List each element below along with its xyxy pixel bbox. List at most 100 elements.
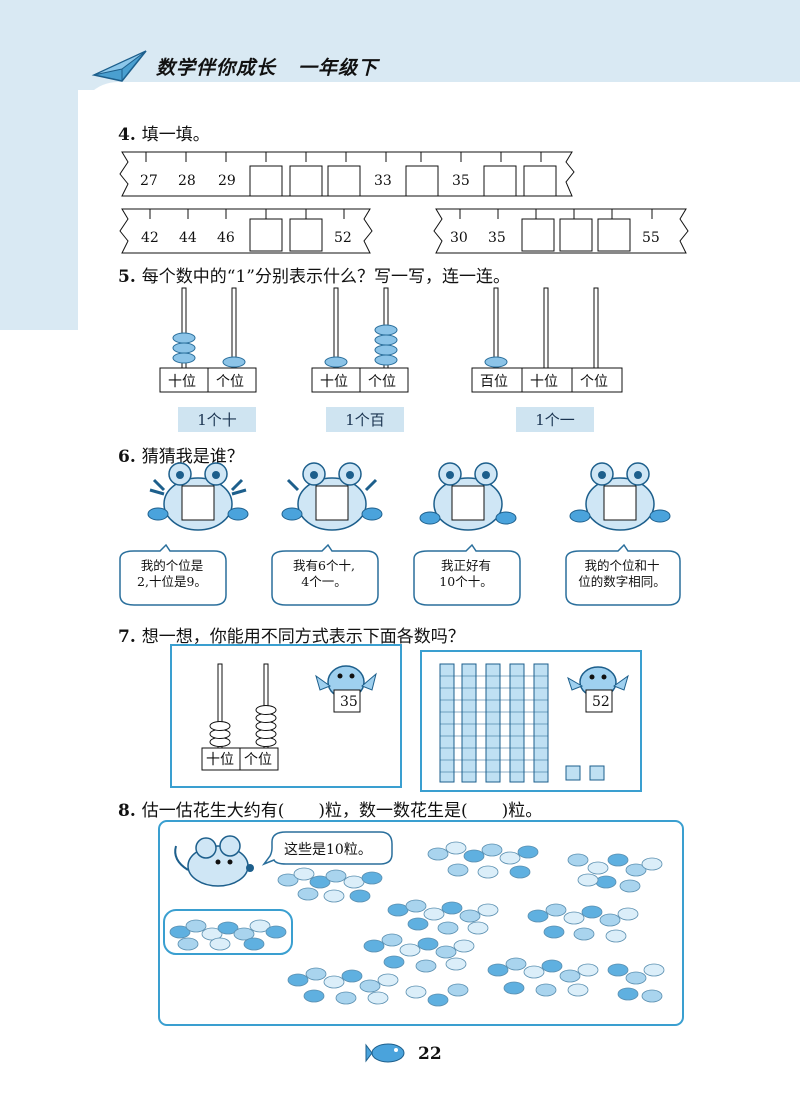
peanut xyxy=(249,919,271,933)
peanut xyxy=(361,871,383,885)
speech-bubble xyxy=(119,543,227,606)
hint-label[interactable]: 1个十 xyxy=(178,407,256,432)
peanut xyxy=(169,925,191,939)
answer-box[interactable] xyxy=(603,485,637,521)
answer-box[interactable] xyxy=(249,165,283,197)
peanut xyxy=(343,875,365,889)
peanut xyxy=(467,921,489,935)
peanut xyxy=(417,937,439,951)
question-8-title: 8.估一估花生大约有( )粒，数一数花生是( )粒。 xyxy=(118,801,543,821)
peanut xyxy=(435,945,457,959)
peanut xyxy=(535,983,557,997)
peanut xyxy=(545,903,567,917)
peanut xyxy=(309,875,331,889)
speech-bubble xyxy=(565,543,681,606)
peanut xyxy=(303,989,325,1003)
peanut xyxy=(427,847,449,861)
answer-box[interactable] xyxy=(289,165,323,197)
answer-box[interactable] xyxy=(181,485,215,521)
peanut xyxy=(405,899,427,913)
line1-label: 28 xyxy=(178,173,196,189)
peanut xyxy=(453,939,475,953)
svg-text:35: 35 xyxy=(340,694,358,710)
peanut xyxy=(407,917,429,931)
peanut xyxy=(415,959,437,973)
peanut xyxy=(643,963,665,977)
bird-icon: 52 xyxy=(567,666,629,713)
svg-text:十位: 十位 xyxy=(206,752,234,768)
header-band xyxy=(0,0,800,90)
peanut xyxy=(499,851,521,865)
peanut xyxy=(341,969,363,983)
line3-label: 30 xyxy=(450,230,468,246)
answer-box[interactable] xyxy=(289,218,323,252)
page-number: 22 xyxy=(365,1043,442,1064)
peanut xyxy=(527,909,549,923)
answer-box[interactable] xyxy=(405,165,439,197)
peanut xyxy=(217,921,239,935)
answer-box[interactable] xyxy=(521,218,555,252)
speech-bubble xyxy=(271,543,379,606)
peanut xyxy=(625,863,647,877)
answer-box[interactable] xyxy=(451,485,485,521)
peanut xyxy=(441,901,463,915)
peanut xyxy=(625,971,647,985)
answer-box[interactable] xyxy=(327,165,361,197)
line1-label: 33 xyxy=(374,173,392,189)
peanut xyxy=(463,849,485,863)
peanut xyxy=(445,957,467,971)
peanut xyxy=(581,905,603,919)
peanut xyxy=(587,861,609,875)
abacus-1: 十位 个位 xyxy=(159,287,257,393)
peanut xyxy=(323,889,345,903)
peanut xyxy=(481,843,503,857)
peanut xyxy=(567,853,589,867)
peanut xyxy=(563,911,585,925)
peanut xyxy=(383,955,405,969)
peanut xyxy=(477,865,499,879)
peanut xyxy=(265,925,287,939)
hint-label[interactable]: 1个百 xyxy=(326,407,404,432)
line2-label: 52 xyxy=(334,230,352,246)
number-line-3: 30 35 55 xyxy=(433,208,689,254)
mouse-icon xyxy=(174,835,254,887)
line3-label: 55 xyxy=(642,230,660,246)
peanut xyxy=(177,937,199,951)
peanut xyxy=(543,925,565,939)
answer-box[interactable] xyxy=(249,218,283,252)
answer-box[interactable] xyxy=(483,165,517,197)
hint-label[interactable]: 1个一 xyxy=(516,407,594,432)
svg-text:个位: 个位 xyxy=(580,374,608,390)
answer-box[interactable] xyxy=(597,218,631,252)
peanut xyxy=(377,973,399,987)
question-6-title: 6.猜猜我是谁？ xyxy=(118,447,244,467)
peanut xyxy=(541,959,563,973)
peanut xyxy=(243,937,265,951)
answer-box[interactable] xyxy=(559,218,593,252)
peanut xyxy=(305,967,327,981)
ten-peanuts-group xyxy=(163,909,293,955)
peanut xyxy=(387,903,409,917)
peanut xyxy=(367,991,389,1005)
peanut xyxy=(325,869,347,883)
frog-1 xyxy=(147,462,249,531)
line1-label: 29 xyxy=(218,173,236,189)
peanut xyxy=(349,889,371,903)
peanut xyxy=(559,969,581,983)
peanut xyxy=(573,927,595,941)
peanut xyxy=(503,981,525,995)
answer-box[interactable] xyxy=(523,165,557,197)
peanut xyxy=(487,963,509,977)
frog-3 xyxy=(419,462,517,531)
peanut xyxy=(359,979,381,993)
peanut xyxy=(293,867,315,881)
peanut xyxy=(323,975,345,989)
answer-box[interactable] xyxy=(315,485,349,521)
svg-text:十位: 十位 xyxy=(168,374,196,390)
peanut xyxy=(447,863,469,877)
peanut xyxy=(607,853,629,867)
peanut xyxy=(209,937,231,951)
grade-label: 一年级下 xyxy=(298,56,379,79)
svg-text:52: 52 xyxy=(592,694,610,710)
peanut xyxy=(445,841,467,855)
